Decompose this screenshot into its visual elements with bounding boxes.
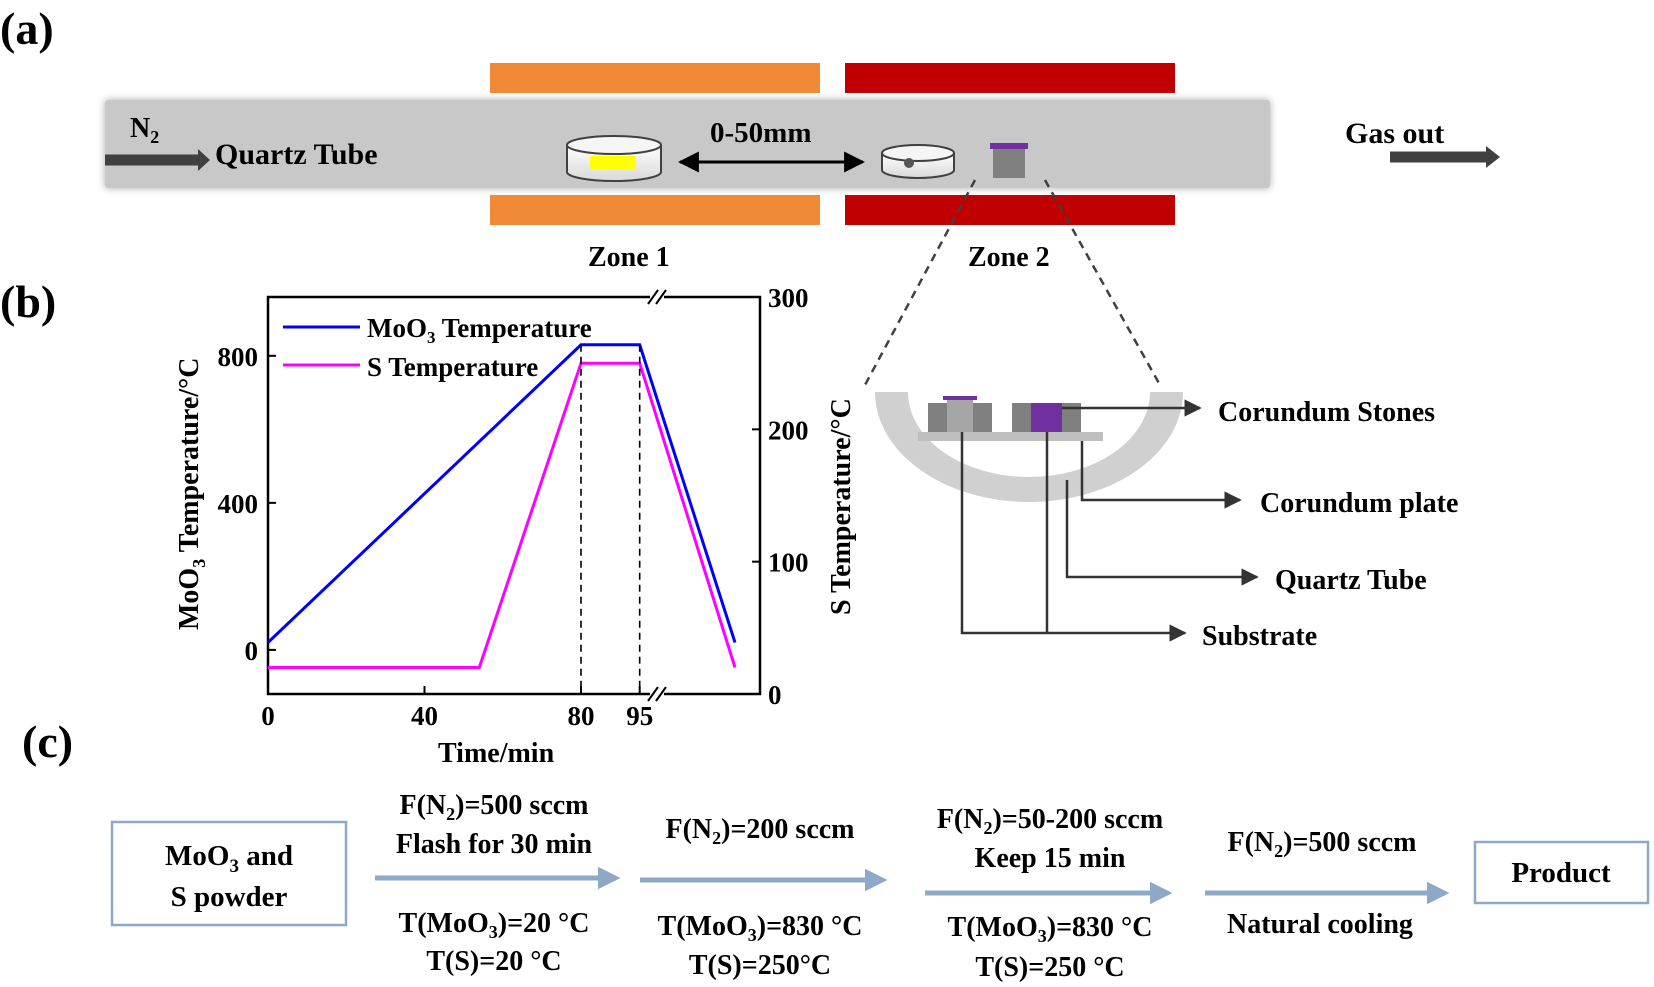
panel-c: (c) MoO3 and S powder Product F(N2)=500 … bbox=[22, 716, 1650, 983]
zone1-label: Zone 1 bbox=[588, 242, 670, 273]
quartz-tube bbox=[105, 100, 1270, 188]
legend-label-s: S Temperature bbox=[367, 352, 538, 382]
x-axis-label: Time/min bbox=[438, 738, 555, 769]
tube-label: Quartz Tube bbox=[215, 138, 378, 171]
y-axis-left-label: MoO3 Temperature/°C bbox=[174, 358, 209, 630]
sulfur-boat bbox=[566, 135, 662, 182]
gas-out-arrow-head bbox=[1486, 146, 1500, 168]
process-step-3: F(N2)=50-200 sccm Keep 15 min T(MoO3)=83… bbox=[925, 804, 1173, 983]
substrate-small-film bbox=[943, 396, 977, 400]
step-3-note: Keep 15 min bbox=[975, 843, 1126, 874]
step-3-flow: F(N2)=50-200 sccm bbox=[937, 804, 1163, 838]
leader-substrate bbox=[960, 432, 1187, 642]
product-box bbox=[1473, 840, 1650, 905]
axis-break-top bbox=[647, 289, 667, 305]
zone1-heater-top bbox=[490, 63, 820, 93]
label-substrate: Substrate bbox=[1202, 621, 1317, 652]
process-step-2: F(N2)=200 sccm T(MoO3)=830 °C T(S)=250°C bbox=[640, 814, 888, 981]
moo3-boat bbox=[881, 144, 955, 179]
legend: MoO3 Temperature S Temperature bbox=[283, 313, 592, 382]
y-axis-right-label: S Temperature/°C bbox=[826, 398, 857, 615]
y-right-tick-label-200: 200 bbox=[768, 415, 809, 445]
corundum-stone-1 bbox=[928, 403, 947, 432]
quartz-tube-cross-section bbox=[875, 392, 1183, 502]
y-right-tick-label-100: 100 bbox=[768, 548, 809, 578]
label-corundum-stones: Corundum Stones bbox=[1218, 397, 1435, 428]
zone2-heater-bottom bbox=[845, 195, 1175, 225]
y-right-tick-label-300: 300 bbox=[768, 283, 809, 313]
chart-marks bbox=[266, 343, 737, 694]
panel-c-label: (c) bbox=[22, 716, 73, 767]
corundum-stone-4 bbox=[1062, 403, 1081, 432]
step-3-temp-moo3: T(MoO3)=830 °C bbox=[948, 912, 1153, 946]
y-left-tick-label-400: 400 bbox=[218, 489, 259, 519]
step-4-flow: F(N2)=500 sccm bbox=[1227, 827, 1416, 861]
cross-section: Corundum Stones Corundum plate Quartz Tu… bbox=[875, 392, 1458, 652]
axis-break-bottom bbox=[647, 686, 667, 702]
zone1-heater-bottom bbox=[490, 195, 820, 225]
panel-b: (b) 0 40 80 95 0 400 800 0 100 200 300 MoO3 Temper… bbox=[0, 276, 857, 769]
y-left-tick-label-0: 0 bbox=[245, 636, 259, 666]
zone2-label: Zone 2 bbox=[968, 242, 1050, 273]
substrate-large bbox=[1031, 403, 1062, 432]
panel-a: (a) N2 Quartz Tube Gas out 0-50mm Z bbox=[0, 3, 1500, 386]
y-right-tick-label-0: 0 bbox=[768, 680, 782, 710]
start-box bbox=[110, 820, 348, 927]
corundum-stone-3 bbox=[1012, 403, 1031, 432]
process-step-1: F(N2)=500 sccm Flash for 30 min T(MoO3)=… bbox=[375, 790, 621, 977]
start-box-line2: S powder bbox=[171, 881, 288, 913]
corundum-stone-2 bbox=[973, 403, 992, 432]
zoom-line-left bbox=[863, 179, 977, 386]
process-step-4: F(N2)=500 sccm Natural cooling bbox=[1205, 827, 1450, 940]
label-quartz-tube: Quartz Tube bbox=[1275, 565, 1427, 596]
panel-a-label: (a) bbox=[0, 3, 54, 54]
x-tick-label-40: 40 bbox=[411, 701, 438, 731]
distance-label: 0-50mm bbox=[710, 117, 811, 149]
step-2-temp-s: T(S)=250°C bbox=[689, 950, 831, 981]
substrate-holder bbox=[990, 143, 1028, 178]
x-tick-label-80: 80 bbox=[568, 701, 595, 731]
gas-in-arrow-head bbox=[198, 149, 210, 171]
label-corundum-plate: Corundum plate bbox=[1260, 488, 1458, 519]
leader-corundum-plate bbox=[1080, 441, 1242, 509]
step-2-temp-moo3: T(MoO3)=830 °C bbox=[658, 911, 863, 945]
x-tick-label-0: 0 bbox=[261, 701, 275, 731]
corundum-plate bbox=[918, 432, 1103, 441]
step-2-flow: F(N2)=200 sccm bbox=[665, 814, 854, 848]
step-1-temp-moo3: T(MoO3)=20 °C bbox=[399, 908, 590, 942]
step-1-temp-s: T(S)=20 °C bbox=[426, 946, 561, 977]
step-4-note: Natural cooling bbox=[1227, 909, 1413, 940]
series-line-moo3 bbox=[266, 343, 737, 644]
substrate-small bbox=[947, 399, 973, 432]
start-box-line1: MoO3 and bbox=[165, 840, 293, 877]
y-left-tick-label-800: 800 bbox=[218, 342, 259, 372]
axis-ticks: 0 40 80 95 0 400 800 0 100 200 300 bbox=[218, 283, 809, 731]
zone2-heater-top bbox=[845, 63, 1175, 93]
step-3-temp-s: T(S)=250 °C bbox=[975, 952, 1124, 983]
x-tick-label-95: 95 bbox=[626, 701, 653, 731]
gas-out-label: Gas out bbox=[1345, 117, 1444, 150]
panel-b-label: (b) bbox=[0, 276, 56, 327]
product-box-label: Product bbox=[1511, 857, 1611, 889]
legend-label-moo3: MoO3 Temperature bbox=[367, 313, 592, 347]
leader-quartz-tube bbox=[1065, 480, 1259, 586]
step-1-note: Flash for 30 min bbox=[396, 829, 593, 860]
plot-frame bbox=[266, 295, 762, 696]
gas-in-label: N2 bbox=[130, 113, 159, 147]
zoom-line-right bbox=[1043, 179, 1162, 386]
step-1-flow: F(N2)=500 sccm bbox=[399, 790, 588, 824]
series-line-s bbox=[268, 361, 737, 669]
